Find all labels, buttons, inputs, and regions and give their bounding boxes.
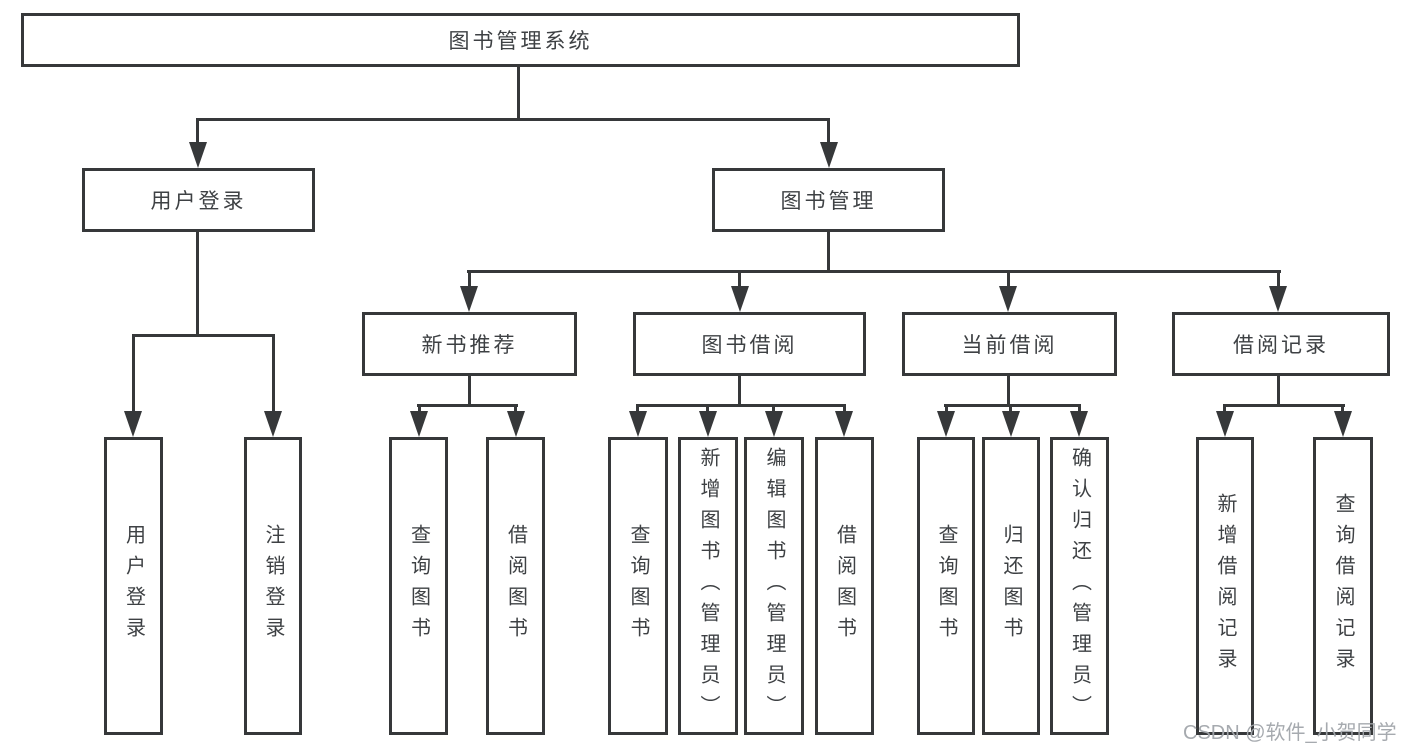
connector-line xyxy=(272,336,275,414)
arrowhead-down-icon xyxy=(820,142,838,168)
connector-line xyxy=(196,232,199,337)
node-label: 借阅图书 xyxy=(833,524,856,648)
connector-line xyxy=(1009,406,1012,414)
arrowhead-down-icon xyxy=(731,286,749,312)
connector-line xyxy=(772,406,775,414)
connector-line xyxy=(1007,272,1010,288)
node-confirm-return-admin: 确认归还（管理员） xyxy=(1050,437,1109,735)
node-label: 注销登录 xyxy=(262,524,284,648)
node-borrow-books-borrowing: 借阅图书 xyxy=(815,437,874,735)
arrowhead-down-icon xyxy=(1269,286,1287,312)
connector-line xyxy=(843,406,846,414)
node-label: 当前借阅 xyxy=(961,334,1058,357)
node-label: 新增借阅记录 xyxy=(1214,493,1236,679)
node-edit-book-admin: 编辑图书（管理员） xyxy=(744,437,804,735)
connector-line xyxy=(1277,376,1280,407)
node-borrow-books-recommend: 借阅图书 xyxy=(486,437,545,735)
arrowhead-down-icon xyxy=(1334,411,1352,437)
connector-line xyxy=(636,404,846,407)
arrowhead-down-icon xyxy=(999,286,1017,312)
connector-line xyxy=(738,376,741,407)
node-borrowing-records: 借阅记录 xyxy=(1172,312,1390,376)
node-user-login-leaf: 用户登录 xyxy=(104,437,163,735)
node-book-borrowing: 图书借阅 xyxy=(633,312,866,376)
connector-line xyxy=(944,404,1081,407)
node-book-management: 图书管理 xyxy=(712,168,945,232)
watermark: CSDN @软件_小贺同学 xyxy=(1183,722,1397,744)
connector-line xyxy=(636,406,639,414)
connector-line xyxy=(418,406,421,414)
connector-line xyxy=(467,270,1281,273)
connector-line xyxy=(827,232,830,273)
arrowhead-down-icon xyxy=(1070,411,1088,437)
arrowhead-down-icon xyxy=(1002,411,1020,437)
node-label: 借阅图书 xyxy=(504,524,527,648)
node-query-borrow-record: 查询借阅记录 xyxy=(1313,437,1373,735)
node-label: 图书管理 xyxy=(780,190,877,213)
node-library-management-system: 图书管理系统 xyxy=(21,13,1020,67)
connector-line xyxy=(1223,406,1226,414)
arrowhead-down-icon xyxy=(629,411,647,437)
node-add-borrow-record: 新增借阅记录 xyxy=(1196,437,1254,735)
connector-line xyxy=(1007,376,1010,407)
arrowhead-down-icon xyxy=(410,411,428,437)
connector-line xyxy=(196,118,830,121)
node-query-books-recommend: 查询图书 xyxy=(389,437,448,735)
node-label: 用户登录 xyxy=(150,190,247,213)
connector-line xyxy=(945,406,948,414)
node-query-books-borrowing: 查询图书 xyxy=(608,437,668,735)
node-label: 借阅记录 xyxy=(1233,334,1329,357)
node-label: 查询图书 xyxy=(627,524,649,648)
arrowhead-down-icon xyxy=(1216,411,1234,437)
connector-line xyxy=(196,120,199,145)
connector-line xyxy=(517,67,520,120)
node-label: 确认归还（管理员） xyxy=(1068,446,1091,726)
connector-line xyxy=(1223,404,1345,407)
connector-line xyxy=(1078,406,1081,414)
connector-line xyxy=(468,376,471,407)
connector-line xyxy=(132,334,275,337)
arrowhead-down-icon xyxy=(264,411,282,437)
arrowhead-down-icon xyxy=(765,411,783,437)
node-label: 新增图书（管理员） xyxy=(697,446,719,726)
connector-line xyxy=(827,120,830,145)
connector-line xyxy=(738,272,741,288)
node-current-borrowing: 当前借阅 xyxy=(902,312,1117,376)
connector-line xyxy=(132,336,135,414)
node-logout: 注销登录 xyxy=(244,437,302,735)
connector-line xyxy=(514,406,517,414)
node-user-login: 用户登录 xyxy=(82,168,315,232)
arrowhead-down-icon xyxy=(835,411,853,437)
connector-line xyxy=(1341,406,1344,414)
node-label: 图书管理系统 xyxy=(448,30,593,53)
node-label: 新书推荐 xyxy=(421,334,518,357)
node-label: 归还图书 xyxy=(1000,524,1022,648)
connector-line xyxy=(417,404,518,407)
arrowhead-down-icon xyxy=(189,142,207,168)
arrowhead-down-icon xyxy=(937,411,955,437)
node-label: 查询借阅记录 xyxy=(1332,493,1354,679)
node-label: 编辑图书（管理员） xyxy=(763,446,785,726)
arrowhead-down-icon xyxy=(124,411,142,437)
node-label: 查询图书 xyxy=(935,524,957,648)
node-return-books: 归还图书 xyxy=(982,437,1040,735)
node-new-book-recommendation: 新书推荐 xyxy=(362,312,577,376)
arrowhead-down-icon xyxy=(507,411,525,437)
node-label: 查询图书 xyxy=(407,524,430,648)
connector-line xyxy=(706,406,709,414)
arrowhead-down-icon xyxy=(699,411,717,437)
arrowhead-down-icon xyxy=(460,286,478,312)
node-label: 用户登录 xyxy=(122,524,145,648)
node-add-book-admin: 新增图书（管理员） xyxy=(678,437,738,735)
connector-line xyxy=(468,272,471,288)
node-label: 图书借阅 xyxy=(701,334,798,357)
connector-line xyxy=(1277,272,1280,288)
node-query-books-current: 查询图书 xyxy=(917,437,975,735)
